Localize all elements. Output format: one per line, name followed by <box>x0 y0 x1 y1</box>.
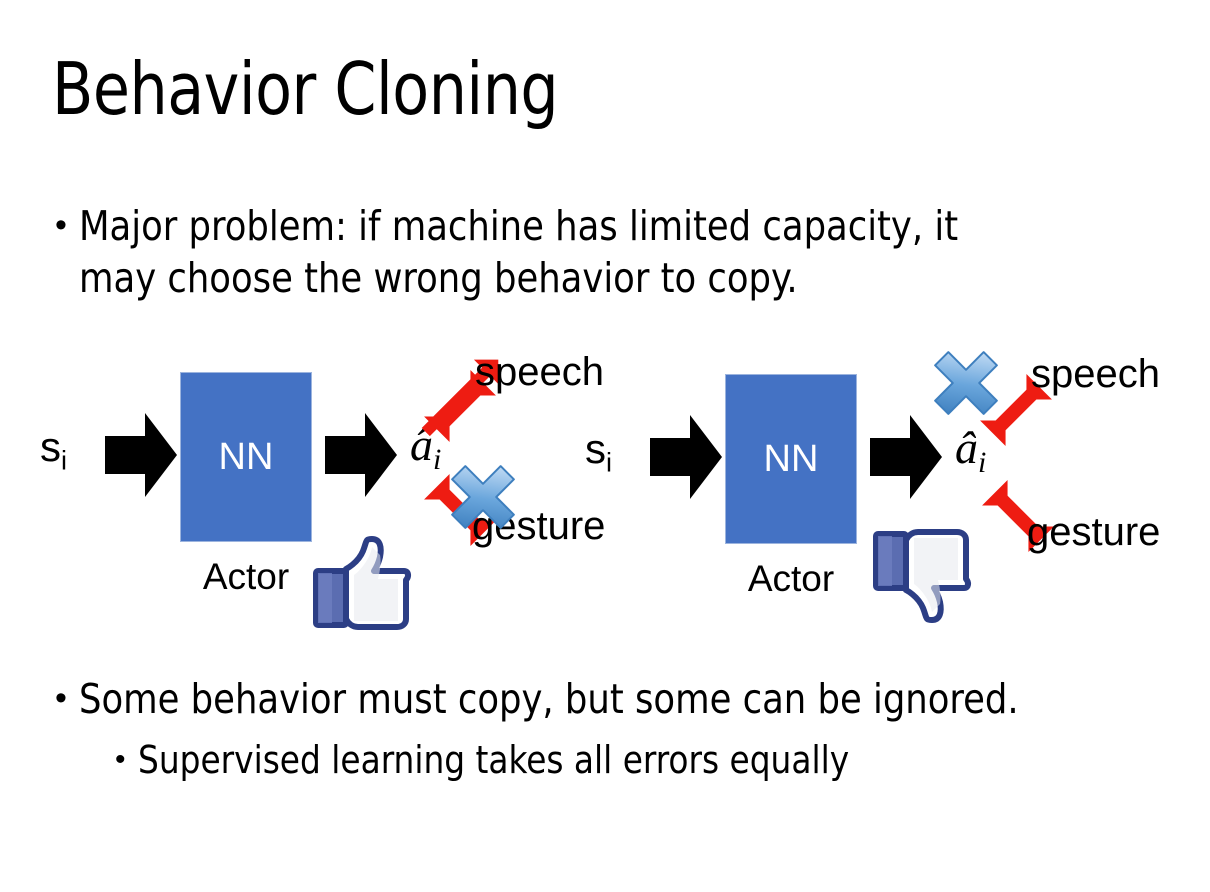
state-label-right: si <box>585 428 612 484</box>
page-title: Behavior Cloning <box>52 47 559 131</box>
state-label-base: s <box>40 423 61 470</box>
branch-arrow-gesture-right-icon <box>960 458 1076 574</box>
bullet-marker-icon: • <box>55 206 67 244</box>
branch-label-speech-left: speech <box>475 350 604 394</box>
branch-label-gesture-right: gesture <box>1027 510 1161 554</box>
state-label-left: si <box>40 426 67 482</box>
input-arrow-right-icon <box>650 411 722 503</box>
state-label-base: s <box>585 425 606 472</box>
bullet-bottom-2-text: Supervised learning takes all errors equ… <box>137 738 849 782</box>
branch-arrow-speech-right-icon <box>958 352 1074 468</box>
thumbs-up-icon <box>310 535 414 631</box>
output-arrow-right-icon <box>870 411 942 503</box>
action-label-subscript: i <box>978 446 987 479</box>
diagram-right: si NN Actor âi <box>565 340 1165 640</box>
actor-caption-left: Actor <box>202 556 290 597</box>
branch-label-speech-right: speech <box>1031 352 1160 396</box>
diagram-left: si NN Actor âi <box>20 340 620 640</box>
action-label-subscript: i <box>433 443 442 476</box>
bullet-top: • Major problem: if machine has limited … <box>55 200 1145 304</box>
bullet-marker-icon: • <box>55 679 67 717</box>
cross-out-gesture-left-icon <box>444 458 522 536</box>
thumbs-down-icon <box>870 528 974 624</box>
bullet-bottom-1-text: Some behavior must copy, but some can be… <box>78 675 1019 723</box>
bullet-bottom-1: • Some behavior must copy, but some can … <box>55 673 1175 725</box>
cross-out-speech-right-icon <box>927 344 1005 422</box>
state-label-subscript: i <box>61 445 67 476</box>
action-label-right: âi <box>955 425 986 486</box>
state-label-subscript: i <box>606 447 612 478</box>
nn-box-left-label: NN <box>218 436 274 478</box>
output-arrow-left-icon <box>325 409 397 501</box>
bullet-marker-icon: • <box>115 743 126 776</box>
nn-box-right-label: NN <box>763 438 819 480</box>
input-arrow-left-icon <box>105 409 177 501</box>
branch-arrow-speech-left-icon <box>402 348 518 464</box>
bullet-top-text: Major problem: if machine has limited ca… <box>78 202 958 302</box>
nn-box-left: NN <box>180 372 312 542</box>
bullet-bottom-2: • Supervised learning takes all errors e… <box>115 736 1175 784</box>
actor-caption-right: Actor <box>747 558 835 599</box>
action-label-base: â <box>955 422 978 473</box>
nn-box-right: NN <box>725 374 857 544</box>
